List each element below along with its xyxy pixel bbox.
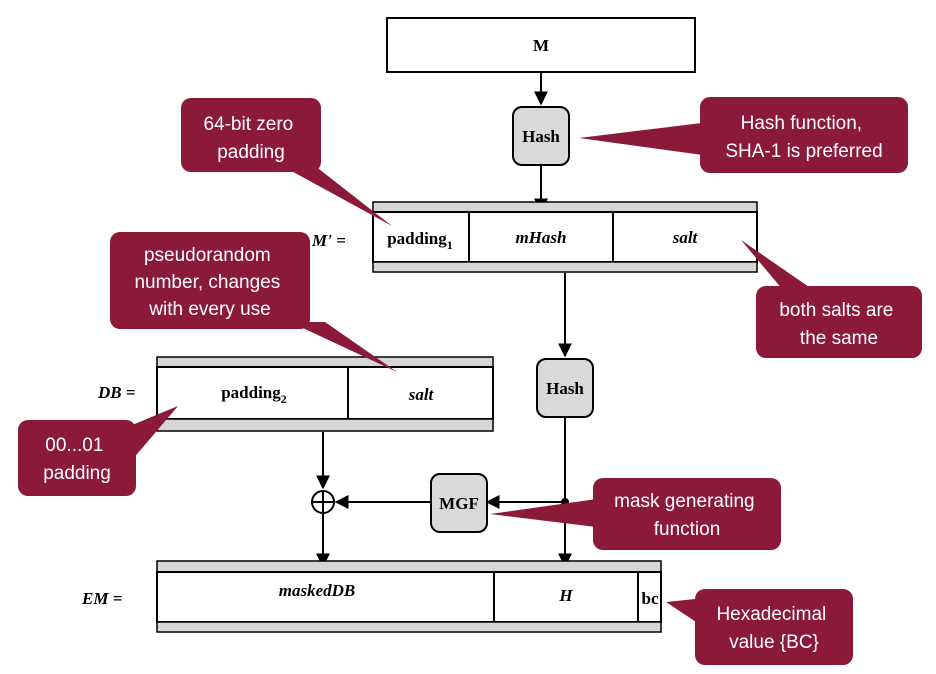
db-padding2: padding2: [221, 383, 287, 406]
callouts: 64-bit zero padding Hash function, SHA-1…: [18, 97, 922, 665]
message-label: M: [533, 36, 549, 55]
callout-db-padding: 00...01 padding: [18, 406, 178, 496]
m-prime-padding1: padding1: [387, 229, 453, 252]
message-box: M: [386, 17, 696, 73]
em-block: EM = maskedDB H bc: [81, 560, 662, 633]
connectors: [316, 72, 572, 568]
callout-hash-function: Hash function, SHA-1 is preferred: [579, 97, 908, 173]
svg-text:00...01 padding: 00...01 padding: [43, 435, 111, 484]
hash-top-label: Hash: [522, 127, 560, 146]
callout-salts-same: both salts are the same: [741, 240, 922, 358]
svg-text:pseudorandom number, c: pseudorandom number, changes with every …: [134, 245, 285, 320]
m-prime-prefix: M' =: [311, 231, 346, 250]
callout-hex-value: Hexadecimal value {BC}: [666, 589, 853, 665]
mgf-node: MGF: [430, 473, 488, 533]
db-prefix: DB =: [97, 383, 136, 402]
em-prefix: EM =: [81, 589, 122, 608]
m-prime-block: M' = padding1 mHash salt: [311, 201, 758, 273]
hash-node-top: Hash: [512, 106, 570, 166]
hash-node-mid: Hash: [536, 358, 594, 418]
m-prime-mhash: mHash: [515, 228, 566, 247]
svg-text:64-bit zero padding: 64-bit zero padding: [203, 114, 298, 163]
m-prime-salt: salt: [672, 228, 699, 247]
em-h: H: [558, 586, 573, 605]
svg-text:Hexadecimal value {BC}: Hexadecimal value {BC}: [716, 604, 831, 653]
em-masked-db: maskedDB: [279, 581, 356, 600]
svg-text:both salts are the sam: both salts are the same: [779, 300, 898, 349]
em-bc: bc: [642, 589, 659, 608]
svg-text:Hash function, SHA-1 i: Hash function, SHA-1 is preferred: [725, 113, 882, 162]
callout-pseudorandom: pseudorandom number, changes with every …: [110, 232, 397, 372]
hash-mid-label: Hash: [546, 379, 584, 398]
db-salt: salt: [408, 385, 435, 404]
xor-node: [311, 490, 335, 514]
svg-text:mask generating functi: mask generating function: [614, 491, 760, 540]
mgf-label: MGF: [439, 494, 479, 513]
callout-mask-gen: mask generating function: [490, 478, 781, 550]
callout-zero-padding: 64-bit zero padding: [181, 98, 392, 226]
